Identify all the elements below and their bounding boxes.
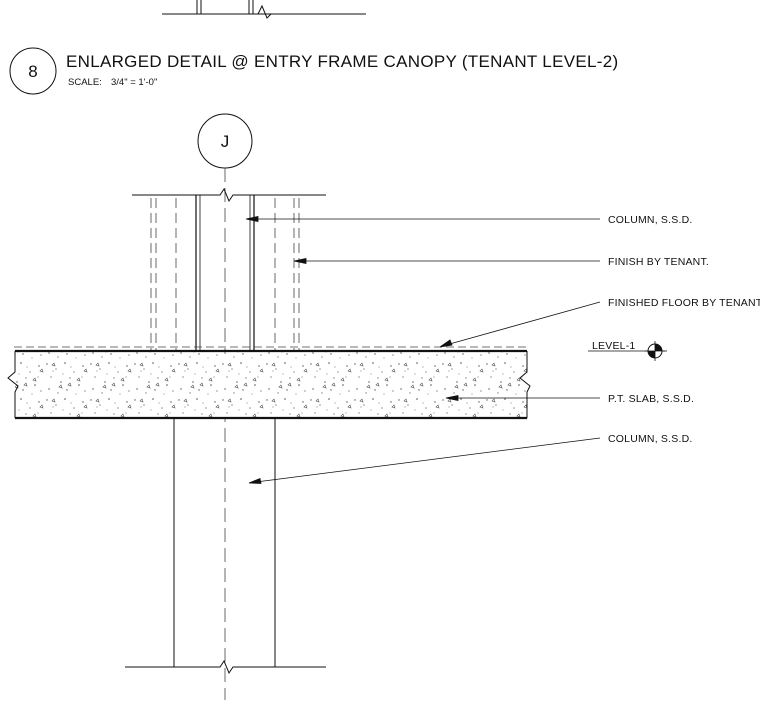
previous-detail-remnant — [162, 0, 366, 19]
lower-column — [125, 418, 326, 675]
detail-title: ENLARGED DETAIL @ ENTRY FRAME CANOPY (TE… — [66, 52, 618, 71]
leader-lines — [245, 216, 601, 484]
pt-slab — [7, 349, 531, 420]
scale-label: SCALE: — [68, 77, 102, 88]
callout-column-lower: COLUMN, S.S.D. — [608, 433, 692, 445]
detail-number: 8 — [28, 62, 37, 81]
upper-column — [132, 187, 326, 351]
callout-slab: P.T. SLAB, S.S.D. — [608, 393, 694, 405]
callout-column-upper: COLUMN, S.S.D. — [608, 214, 692, 226]
scale-value: 3/4" = 1'-0" — [111, 77, 157, 88]
callout-finished-floor: FINISHED FLOOR BY TENANT. — [608, 297, 760, 309]
grid-bubble-j: J — [197, 113, 253, 169]
callout-finish: FINISH BY TENANT. — [608, 256, 709, 268]
level-label: LEVEL-1 — [592, 340, 635, 352]
tenant-finish-lines — [150, 198, 300, 350]
level-marker: LEVEL-1 — [588, 340, 667, 361]
grid-label: J — [221, 132, 230, 151]
detail-number-bubble: 8 — [9, 47, 57, 95]
